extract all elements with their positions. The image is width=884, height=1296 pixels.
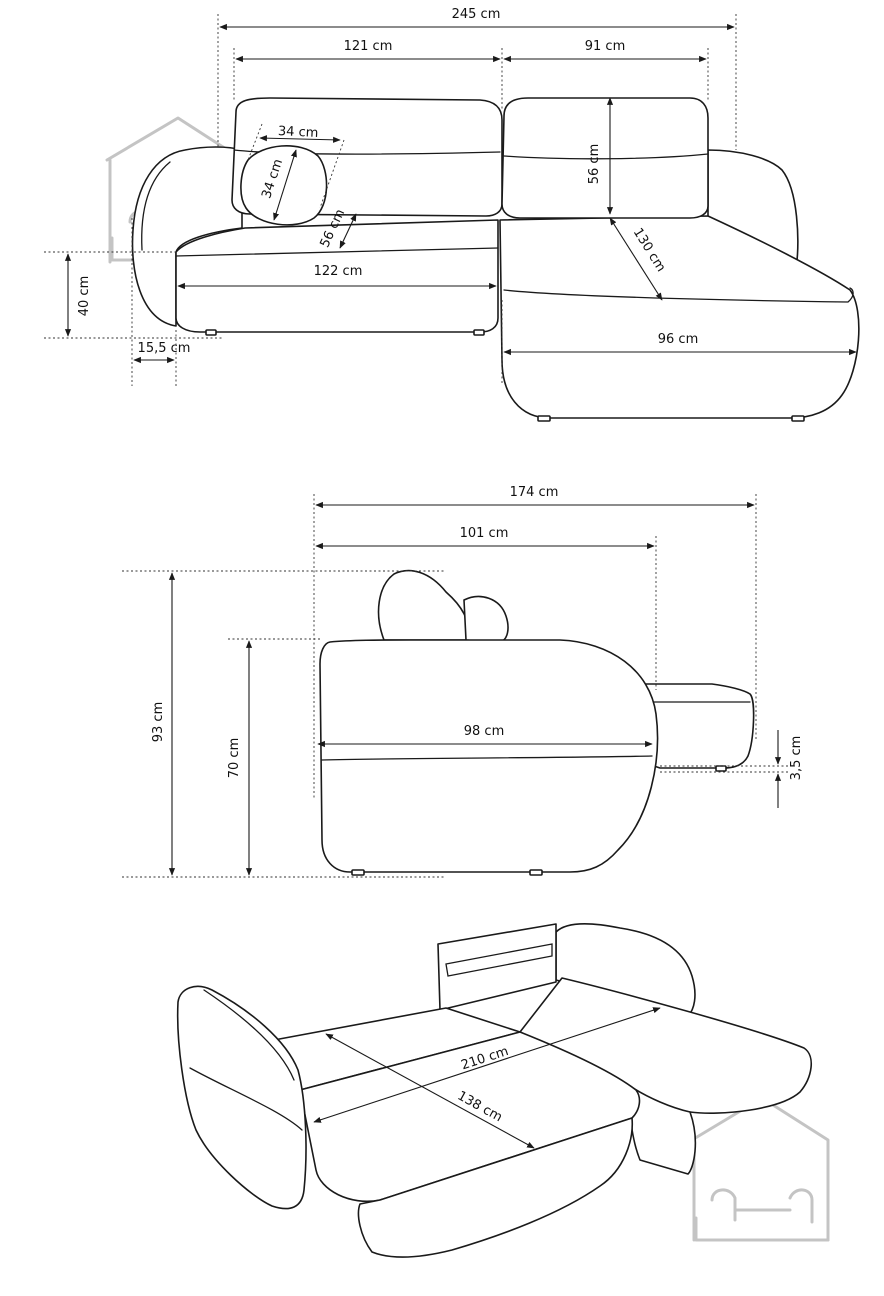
chaise-extension: [635, 683, 755, 769]
width-right-label: 91 cm: [585, 39, 626, 54]
chaise-seat: [499, 215, 860, 419]
side-view-sofa: [319, 569, 755, 876]
pillow-width-label: 34 cm: [278, 124, 319, 141]
pillow: [240, 145, 328, 226]
seat-depth-label: 98 cm: [464, 724, 505, 739]
depth-total-label: 174 cm: [510, 485, 559, 500]
bed-left-armrest: [176, 985, 307, 1210]
right-back-cushion: [501, 97, 709, 219]
side-body: [319, 639, 659, 873]
seat-height-label: 40 cm: [77, 276, 92, 317]
armrest-width-label: 15,5 cm: [138, 341, 191, 356]
left-seat: [175, 219, 499, 333]
chaise-diagonal-line: [609, 217, 663, 301]
bed-width-line: [325, 1033, 535, 1149]
house-sofa-watermark-icon: [690, 1096, 830, 1242]
chaise-width-label: 96 cm: [658, 332, 699, 347]
width-total-label: 245 cm: [452, 7, 501, 22]
top-view-sofa: [131, 97, 860, 422]
back-height-right-label: 56 cm: [587, 144, 602, 185]
clearance-label: 3,5 cm: [789, 736, 804, 781]
bed-right-backrest: [555, 923, 696, 1017]
headrest: [377, 569, 471, 641]
height-total-label: 93 cm: [151, 702, 166, 743]
bed-view-sofa: [176, 923, 812, 1258]
pillow-width-line: [259, 135, 341, 143]
back-depth-left-line: [339, 213, 357, 249]
width-left-label: 121 cm: [344, 39, 393, 54]
pillow-height-line: [273, 149, 297, 221]
side-view-dimensions: 174 cm 101 cm 93 cm 70 cm 98 cm 3,5 cm: [122, 485, 804, 878]
height-back-label: 70 cm: [227, 738, 242, 779]
left-armrest: [131, 146, 243, 327]
depth-seat-label: 101 cm: [460, 526, 509, 541]
seat-width-label: 122 cm: [314, 264, 363, 279]
